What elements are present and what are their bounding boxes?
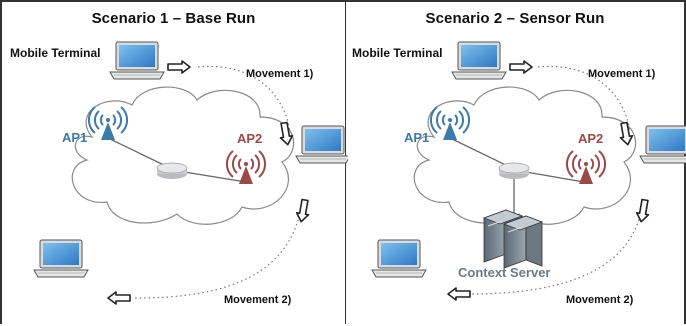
server-icon [482, 209, 544, 269]
arrow-icon [509, 60, 533, 74]
movement2-path [469, 201, 644, 295]
arrow-icon [294, 198, 312, 224]
arrow-icon [634, 198, 652, 224]
movement2-label: Movement 2) [224, 294, 292, 306]
laptop-icon-end [371, 239, 427, 278]
laptop-icon-start [109, 41, 165, 80]
ap1-label: AP1 [62, 130, 88, 145]
scenario1-title: Scenario 1 – Base Run [91, 10, 256, 27]
movement1-label: Movement 1) [246, 68, 314, 80]
network-cloud [71, 86, 295, 225]
mobile-terminal-label: Mobile Terminal [352, 46, 443, 60]
laptop-icon-end [33, 239, 89, 278]
arrow-icon [167, 60, 191, 74]
laptop-icon-middle [295, 125, 348, 164]
scenario2-scene [371, 41, 686, 301]
scenario1-scene [33, 41, 348, 305]
ap2-label: AP2 [237, 131, 263, 146]
context-server-label: Context Server [458, 265, 551, 280]
mobile-terminal-label: Mobile Terminal [10, 46, 101, 60]
movement2-label: Movement 2) [566, 294, 634, 306]
arrow-icon [447, 287, 471, 301]
scenario2-title: Scenario 2 – Sensor Run [425, 10, 605, 27]
movement2-path [131, 201, 303, 299]
router-icon [498, 162, 530, 180]
ap2-label: AP2 [578, 131, 604, 146]
scenario1-panel: Scenario 1 – Base Run Mobile Terminal Mo… [0, 0, 348, 324]
ap1-label: AP1 [404, 130, 430, 145]
movement1-label: Movement 1) [588, 68, 656, 80]
laptop-icon-middle [639, 125, 686, 164]
arrow-icon [107, 291, 131, 305]
laptop-icon-start [451, 41, 507, 80]
router-icon [156, 162, 188, 180]
scenario2-panel: Scenario 2 – Sensor Run [346, 0, 686, 324]
